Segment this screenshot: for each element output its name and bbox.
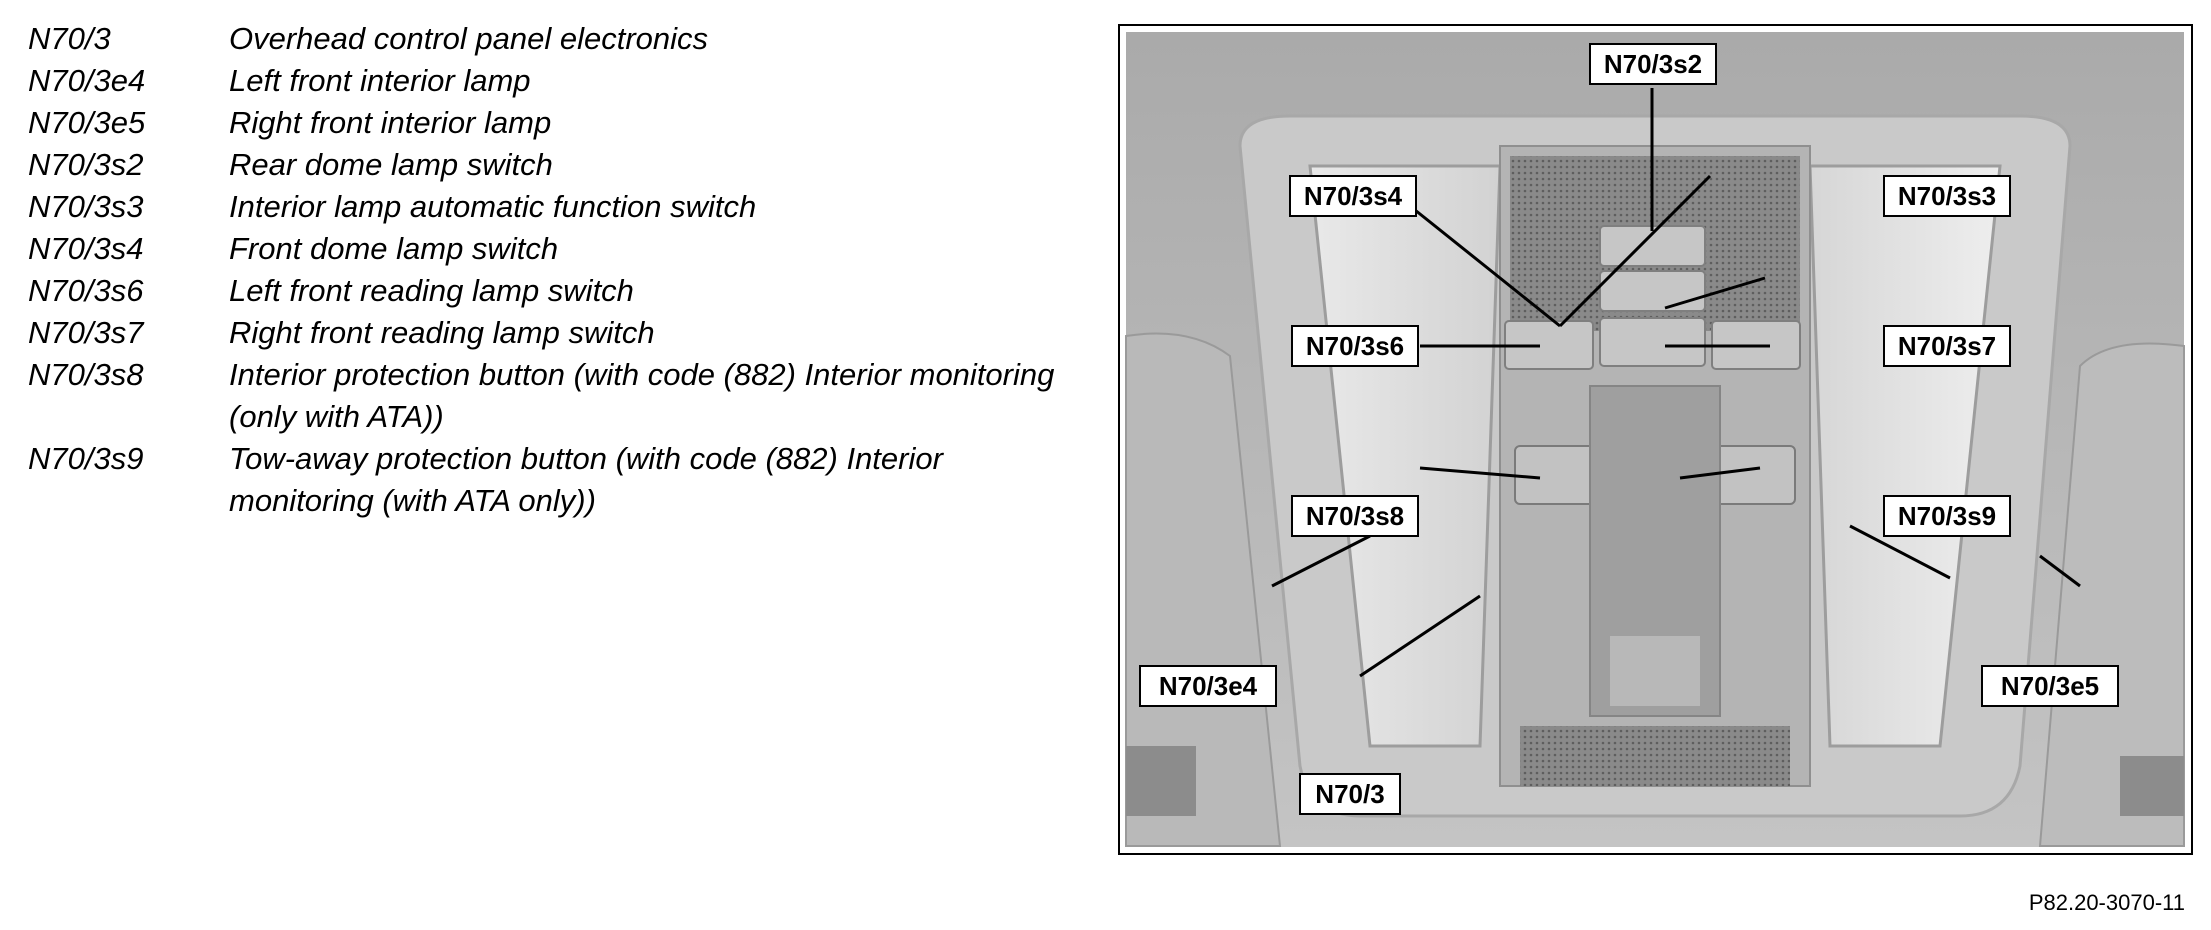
- callout-e5: N70/3e5: [1981, 665, 2119, 707]
- callout-s7: N70/3s7: [1883, 325, 2011, 367]
- callout-labels: N70/3s2 N70/3s4 N70/3s3 N70/3s6 N70/3s7 …: [1139, 43, 2119, 815]
- lower-grille: [1520, 726, 1790, 786]
- legend-description: Interior lamp automatic function switch: [229, 189, 757, 224]
- legend-code: N70/3s8: [28, 357, 144, 392]
- legend-description: Tow-away protection button (with code (8…: [229, 441, 943, 518]
- callout-s9: N70/3s9: [1883, 495, 2011, 537]
- callout-s2: N70/3s2: [1589, 43, 1717, 85]
- callout-main: N70/3: [1299, 773, 1401, 815]
- interior-lamp-auto-switch: [1599, 270, 1706, 312]
- callout-e5-text: N70/3e5: [2001, 671, 2099, 701]
- legend-code: N70/3s6: [28, 273, 144, 308]
- callout-s3-text: N70/3s3: [1898, 181, 1996, 211]
- callout-s8-text: N70/3s8: [1306, 501, 1404, 531]
- callout-s7-text: N70/3s7: [1898, 331, 1996, 361]
- legend-row: N70/3s3 Interior lamp automatic function …: [28, 186, 1088, 228]
- front-dome-lamp-switch: [1599, 317, 1706, 367]
- legend-code: N70/3e4: [28, 63, 146, 98]
- legend-row: N70/3 Overhead control panel electronics: [28, 18, 1088, 60]
- legend-row: N70/3s7 Right front reading lamp switch: [28, 312, 1088, 354]
- legend-row: N70/3s6 Left front reading lamp switch: [28, 270, 1088, 312]
- figure-reference: P82.20-3070-11: [2028, 890, 2185, 915]
- legend-row: N70/3s2 Rear dome lamp switch: [28, 144, 1088, 186]
- legend-description: Left front interior lamp: [229, 63, 531, 98]
- callout-s6-text: N70/3s6: [1306, 331, 1404, 361]
- legend-description: Right front interior lamp: [229, 105, 552, 140]
- callout-s9-text: N70/3s9: [1898, 501, 1996, 531]
- callout-e4-text: N70/3e4: [1159, 671, 1258, 701]
- callout-e4: N70/3e4: [1139, 665, 1277, 707]
- overhead-panel-photo: N70/3s2 N70/3s4 N70/3s3 N70/3s6 N70/3s7 …: [1125, 32, 2185, 847]
- legend-row: N70/3e4 Left front interior lamp: [28, 60, 1088, 102]
- legend-description: Left front reading lamp switch: [229, 273, 634, 308]
- callout-s8: N70/3s8: [1291, 495, 1419, 537]
- interior-protection-button: [1514, 445, 1596, 505]
- legend-code: N70/3s3: [28, 189, 144, 224]
- callout-s2-text: N70/3s2: [1604, 49, 1702, 79]
- legend-row: N70/3s8 Interior protection button (with …: [28, 354, 1088, 438]
- right-front-interior-lamp: [1808, 164, 2002, 748]
- legend-row: N70/3e5 Right front interior lamp: [28, 102, 1088, 144]
- leader-lines: [1271, 88, 2081, 678]
- recess-cover: [1610, 636, 1700, 706]
- legend-code: N70/3: [28, 21, 111, 56]
- callout-main-text: N70/3: [1315, 779, 1384, 809]
- right-visor-clip: [2120, 756, 2184, 816]
- legend-description: Overhead control panel electronics: [229, 21, 709, 56]
- legend-description: Interior protection button (with code (8…: [229, 357, 1055, 434]
- callout-s3: N70/3s3: [1883, 175, 2011, 217]
- legend-row: N70/3s9 Tow-away protection button (with …: [28, 438, 1088, 522]
- left-visor-clip: [1126, 746, 1196, 816]
- right-sun-visor: [2038, 342, 2185, 847]
- overhead-panel-figure: N70/3s2 N70/3s4 N70/3s3 N70/3s6 N70/3s7 …: [1118, 24, 2193, 855]
- legend-description: Front dome lamp switch: [229, 231, 559, 266]
- legend-code: N70/3s4: [28, 231, 144, 266]
- legend-code: N70/3s2: [28, 147, 144, 182]
- callout-s4-text: N70/3s4: [1304, 181, 1403, 211]
- legend-code: N70/3s7: [28, 315, 144, 350]
- legend-code: N70/3s9: [28, 441, 144, 476]
- legend-description: Right front reading lamp switch: [229, 315, 655, 350]
- callout-s6: N70/3s6: [1291, 325, 1419, 367]
- legend-description: Rear dome lamp switch: [229, 147, 553, 182]
- legend-row: N70/3s4 Front dome lamp switch: [28, 228, 1088, 270]
- callout-s4: N70/3s4: [1289, 175, 1417, 217]
- left-sun-visor: [1125, 332, 1282, 847]
- legend-code: N70/3e5: [28, 105, 146, 140]
- tow-away-protection-button: [1714, 445, 1796, 505]
- left-front-interior-lamp: [1308, 164, 1502, 748]
